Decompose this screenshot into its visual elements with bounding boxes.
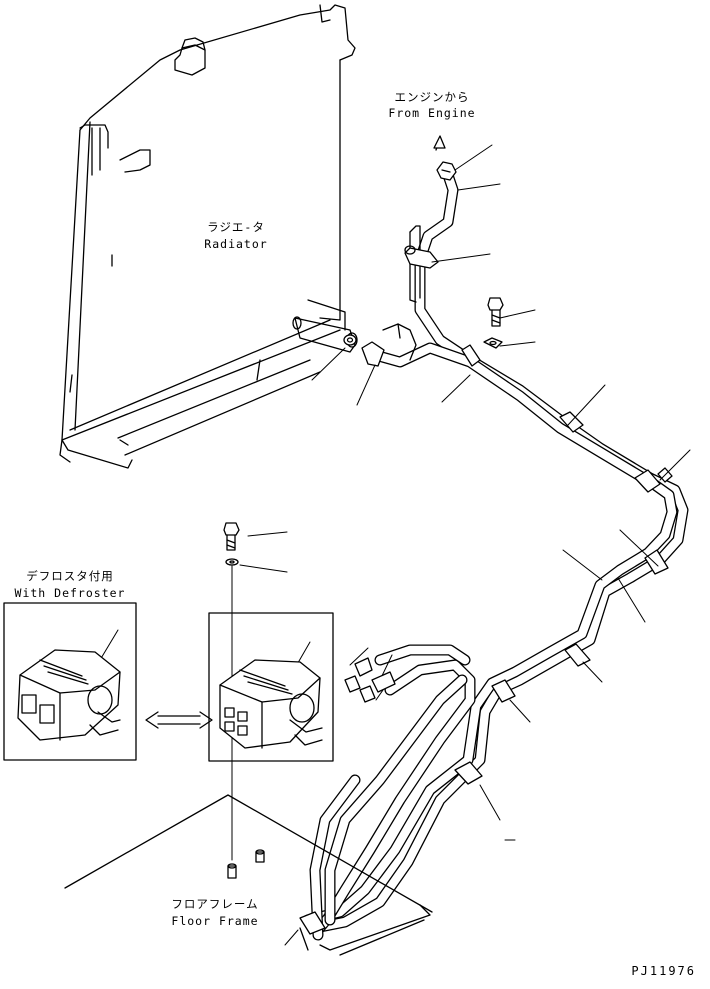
heater-box xyxy=(208,612,334,762)
engine-hose xyxy=(302,169,689,941)
floor-frame-label-en: Floor Frame xyxy=(171,914,259,928)
heater-fittings xyxy=(344,657,396,703)
from-engine-label-en: From Engine xyxy=(388,106,476,120)
floor-frame-label-jp: フロアフレーム xyxy=(171,897,259,911)
defroster-box xyxy=(3,602,137,761)
radiator-label-jp: ラジエ-タ xyxy=(207,220,265,234)
radiator xyxy=(59,4,358,469)
vertical-clamp xyxy=(404,225,439,303)
drawing-code: PJ11976 xyxy=(631,964,696,978)
double-arrow xyxy=(145,711,213,729)
from-engine-label-jp: エンジンから xyxy=(394,90,470,104)
leader-lines xyxy=(99,144,691,946)
defroster-label-en: With Defroster xyxy=(14,586,126,600)
bolt-right xyxy=(483,297,504,349)
floor-frame xyxy=(64,794,433,956)
radiator-fittings xyxy=(343,334,385,367)
radiator-label-en: Radiator xyxy=(204,237,268,251)
defroster-label-jp: デフロスタ付用 xyxy=(26,569,114,583)
hose-clamps xyxy=(299,344,673,935)
engine-fitting xyxy=(433,135,457,181)
